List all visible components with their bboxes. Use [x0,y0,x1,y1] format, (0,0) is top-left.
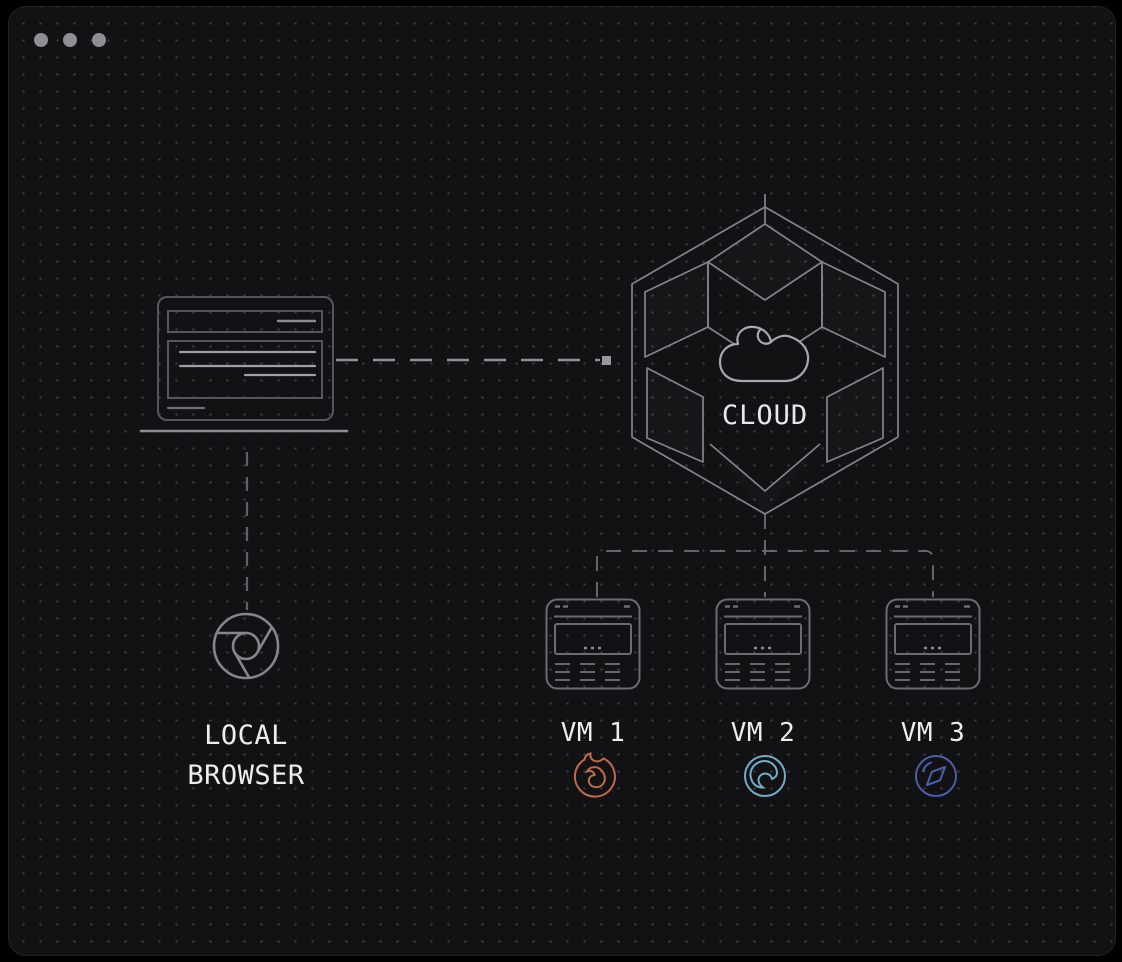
hexagon-outline [631,206,899,515]
local-label-line2: BROWSER [187,760,305,791]
top-cube-face [707,223,823,301]
vm1-label: VM 1 [560,718,626,748]
compass-icon [915,755,957,797]
edge-icon [744,755,786,797]
local-label-line1: LOCAL [204,720,288,751]
minimize-button[interactable] [63,33,77,47]
cloud-label: CLOUD [722,400,808,431]
vm2-label: VM 2 [730,718,796,748]
firefox-icon [573,752,616,798]
local-node-label: LOCAL BROWSER [136,716,356,796]
vm2-window-icon [715,598,811,690]
vm1-window-icon [545,598,641,690]
maximize-button[interactable] [92,33,106,47]
vm3-label: VM 3 [900,718,966,748]
cloud-icon [718,325,810,383]
cloud-hexagon: CLOUD [631,194,899,515]
laptop-icon [139,296,349,433]
close-button[interactable] [34,33,48,47]
window-controls [34,33,106,47]
connector-endpoint-square [602,356,611,365]
vm3-window-icon [885,598,981,690]
chrome-icon [212,612,280,680]
connector-cloud-to-vm1-vm3 [596,550,934,597]
app-window [8,6,1116,956]
